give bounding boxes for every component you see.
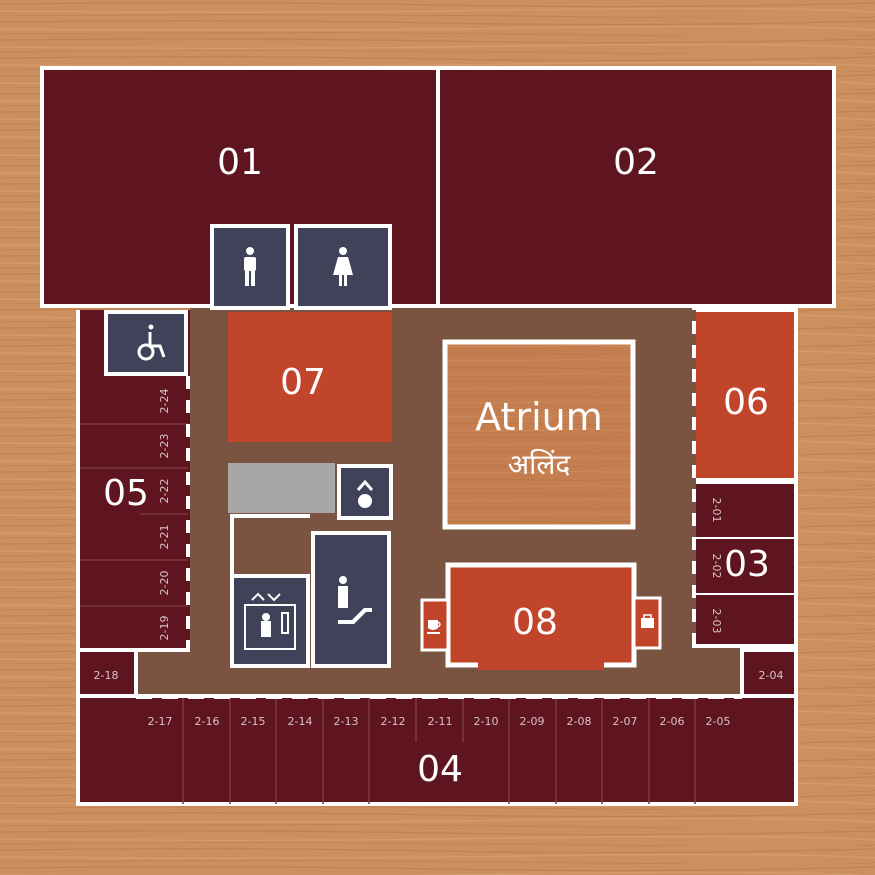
store-03-label: 03	[724, 544, 770, 585]
store-07[interactable]: 07	[228, 312, 392, 442]
unit-2-16[interactable]: 2-16	[195, 715, 220, 728]
unit-2-20[interactable]: 2-20	[158, 571, 171, 596]
coffee-cup-icon	[427, 620, 441, 634]
unit-2-02[interactable]: 2-02	[710, 554, 723, 579]
mens-restroom[interactable]	[210, 224, 290, 310]
store-03[interactable]: 03	[692, 480, 798, 648]
escalator-icon	[338, 576, 372, 624]
store-2-18[interactable]: 2-18	[76, 648, 138, 698]
unit-2-04: 2-04	[759, 669, 784, 682]
unit-2-13[interactable]: 2-13	[334, 715, 359, 728]
corridor-floor-bottom	[132, 645, 742, 697]
unit-2-19[interactable]: 2-19	[158, 616, 171, 641]
store-02-label: 02	[613, 142, 659, 183]
store-04-label: 04	[417, 749, 463, 790]
bottom-strip-dividers	[182, 698, 696, 804]
left-wing-dividers	[78, 423, 188, 607]
store-05-label: 05	[103, 473, 149, 514]
atrium-label: Atrium	[475, 395, 603, 439]
womens-restroom[interactable]	[294, 224, 392, 310]
store-2-04[interactable]: 2-04	[740, 648, 798, 698]
information-icon	[356, 479, 374, 508]
unit-2-18: 2-18	[94, 669, 119, 682]
information-desk[interactable]	[337, 464, 393, 520]
store-06[interactable]: 06	[692, 308, 798, 482]
unit-2-17[interactable]: 2-17	[148, 715, 173, 728]
gray-block	[228, 463, 335, 513]
unit-2-12[interactable]: 2-12	[381, 715, 406, 728]
unit-2-03[interactable]: 2-03	[710, 609, 723, 634]
store-06-label: 06	[723, 382, 769, 423]
store-05[interactable]: 05	[103, 473, 149, 514]
store-04[interactable]: 04	[76, 694, 798, 806]
store-08-label: 08	[512, 602, 558, 643]
unit-2-06[interactable]: 2-06	[660, 715, 685, 728]
shopping-bag-icon	[641, 614, 654, 628]
atrium[interactable]: Atrium अलिंद	[442, 339, 636, 530]
elevator[interactable]	[230, 574, 310, 668]
unit-2-23[interactable]: 2-23	[158, 434, 171, 459]
unit-2-14[interactable]: 2-14	[288, 715, 313, 728]
unit-2-08[interactable]: 2-08	[567, 715, 592, 728]
mens-restroom-icon	[244, 247, 256, 286]
unit-2-01[interactable]: 2-01	[710, 498, 723, 523]
unit-2-22[interactable]: 2-22	[158, 479, 171, 504]
accessible-restroom[interactable]	[104, 310, 188, 376]
cafe-kiosk[interactable]	[420, 598, 450, 652]
unit-2-15[interactable]: 2-15	[241, 715, 266, 728]
womens-restroom-icon	[333, 247, 353, 286]
elevator-icon	[244, 592, 296, 650]
atrium-sub-label: अलिंद	[508, 448, 572, 481]
unit-2-07[interactable]: 2-07	[613, 715, 638, 728]
unit-2-09[interactable]: 2-09	[520, 715, 545, 728]
store-01-label: 01	[217, 142, 263, 183]
store-08[interactable]: 08	[445, 562, 637, 670]
unit-2-24[interactable]: 2-24	[158, 389, 171, 414]
store-02[interactable]: 02	[436, 66, 836, 308]
shop-kiosk[interactable]	[632, 596, 662, 650]
escalator[interactable]	[311, 531, 391, 668]
unit-2-10[interactable]: 2-10	[474, 715, 499, 728]
unit-2-21[interactable]: 2-21	[158, 525, 171, 550]
unit-2-05[interactable]: 2-05	[706, 715, 731, 728]
wheelchair-icon	[137, 324, 166, 361]
unit-2-11[interactable]: 2-11	[428, 715, 453, 728]
store-07-label: 07	[280, 362, 326, 403]
